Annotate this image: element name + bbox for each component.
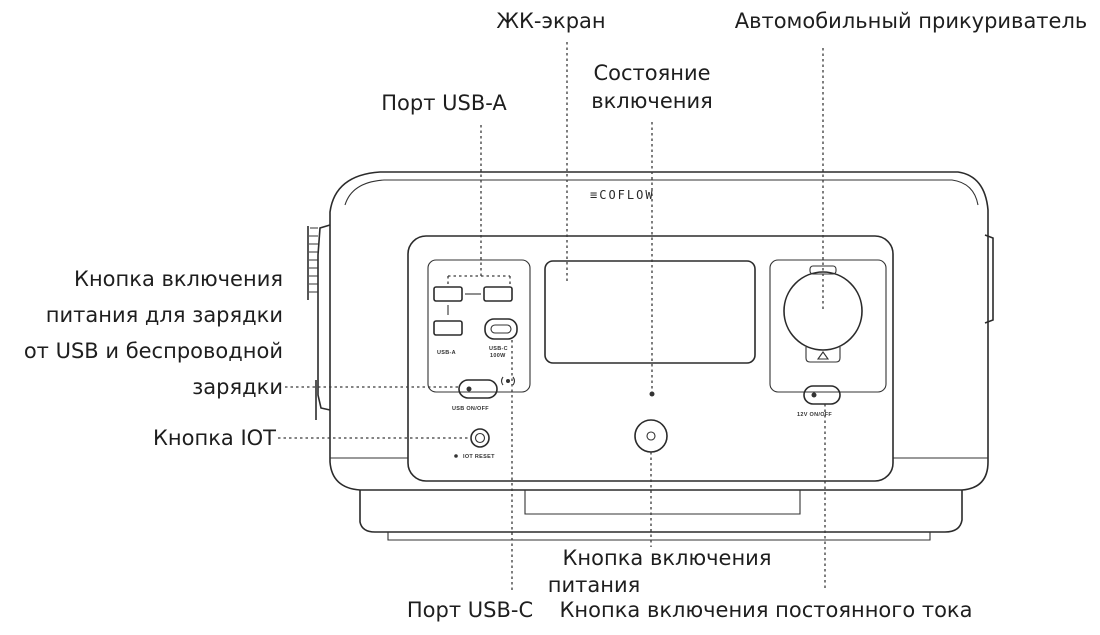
callout-usb-button-3: от USB и беспроводной	[24, 339, 283, 363]
callout-usb-c-port: Порт USB-C	[407, 598, 533, 622]
callout-power-button-2: питания	[548, 573, 641, 597]
usb-a-marking: USB-A	[437, 350, 456, 356]
car-outlet-module: 12V ON/OFF	[769, 259, 887, 418]
brand-logo: ≡COFLOW	[590, 188, 655, 202]
wireless-charging-icon	[500, 376, 516, 386]
usb-a-port-3[interactable]	[433, 320, 463, 336]
device-body	[307, 171, 994, 541]
usb-c-marking-2: 100W	[490, 353, 506, 359]
dc-on-off-button[interactable]	[803, 385, 841, 405]
iot-module: IOT RESET	[454, 428, 495, 460]
callout-usb-button-4: зарядки	[192, 375, 283, 399]
dc-on-off-marking: 12V ON/OFF	[797, 412, 832, 418]
callout-labels: ЖК-экран Автомобильный прикуриватель Сос…	[24, 9, 1087, 622]
left-handle	[307, 224, 331, 420]
lcd-screen	[544, 260, 756, 364]
callout-power-button-1: Кнопка включения	[563, 546, 772, 570]
usb-on-off-marking: USB ON/OFF	[452, 406, 489, 412]
usb-c-port[interactable]	[484, 318, 518, 340]
power-button[interactable]	[634, 419, 668, 453]
callout-power-status-1: Состояние	[593, 61, 710, 85]
callout-usb-a-port: Порт USB-A	[381, 91, 507, 115]
callout-usb-button-1: Кнопка включения	[74, 267, 283, 291]
callout-power-status-2: включения	[591, 89, 713, 113]
iot-reset-button[interactable]	[470, 428, 490, 448]
car-outlet-socket[interactable]	[783, 271, 863, 351]
callout-lcd-screen: ЖК-экран	[496, 9, 605, 33]
callout-usb-button-2: питания для зарядки	[46, 303, 283, 327]
iot-reset-marking: IOT RESET	[463, 454, 495, 460]
usb-c-marking-1: USB-C	[489, 346, 508, 352]
usb-module: USB-A USB-C 100W USB ON/OFF	[427, 259, 531, 412]
leader-lines	[278, 42, 826, 590]
usb-on-off-button[interactable]	[458, 379, 498, 399]
power-status-indicator	[649, 391, 655, 397]
usb-a-port-2[interactable]	[483, 286, 513, 302]
usb-a-port-1[interactable]	[433, 286, 463, 302]
callout-dc-button: Кнопка включения постоянного тока	[560, 598, 973, 622]
callout-iot-button: Кнопка IOT	[153, 426, 276, 450]
callout-car-outlet: Автомобильный прикуриватель	[735, 9, 1088, 33]
